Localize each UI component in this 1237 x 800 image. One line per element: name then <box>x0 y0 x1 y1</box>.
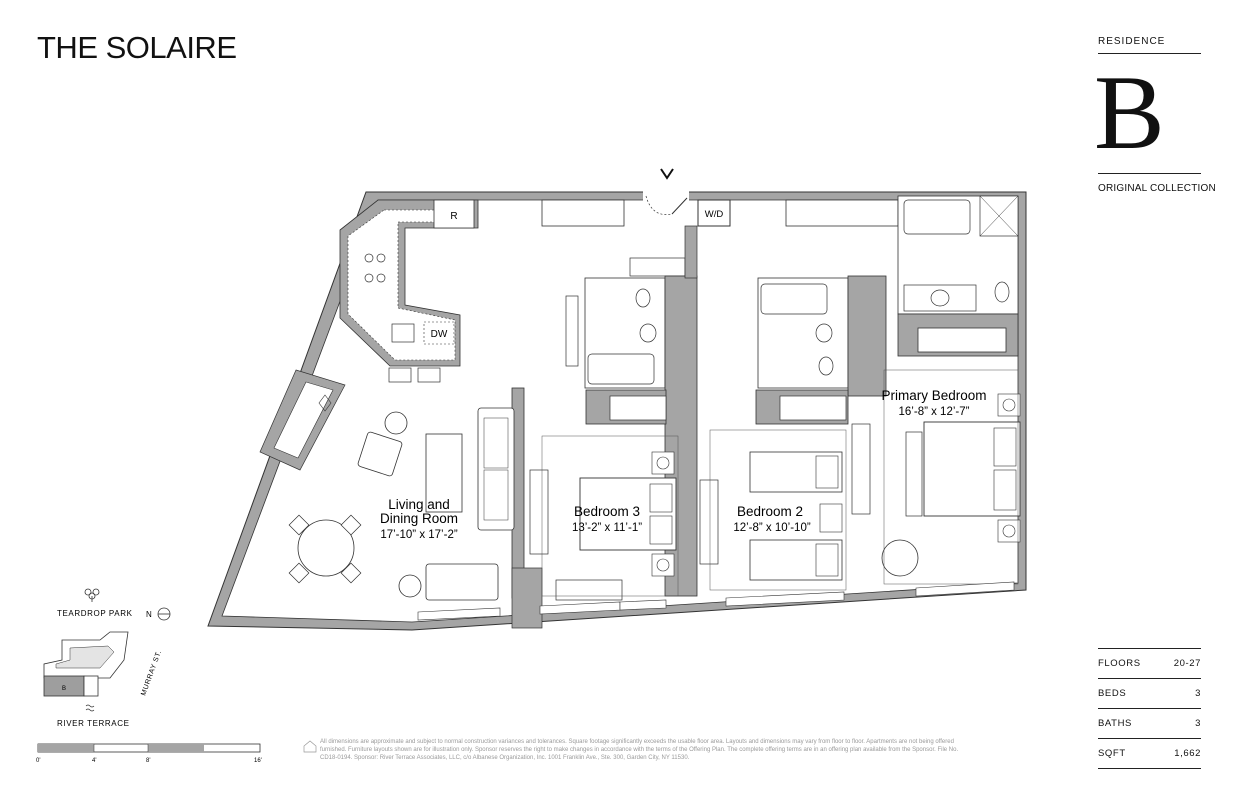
refrigerator <box>433 199 475 229</box>
terrace-label: RIVER TERRACE <box>57 719 130 728</box>
bedroom-3-label: Bedroom 3 <box>574 504 640 519</box>
sofa <box>477 407 515 531</box>
scale-tick: 8' <box>146 758 150 764</box>
side-table <box>384 411 408 435</box>
stat-value: 3 <box>1195 718 1201 729</box>
stat-value: 20-27 <box>1173 658 1201 669</box>
stove-icon <box>364 253 386 283</box>
entry-arrow-icon <box>660 168 674 180</box>
closet <box>917 327 1007 353</box>
collection-label: ORIGINAL COLLECTION <box>1098 183 1216 194</box>
stat-row-sqft: SQFT 1,662 <box>1098 739 1201 769</box>
dining-chairs <box>288 514 362 584</box>
divider <box>1098 173 1201 174</box>
disclaimer: All dimensions are approximate and subje… <box>320 739 959 761</box>
scale-tick: 16' <box>254 758 262 764</box>
fridge-label: R <box>450 211 457 222</box>
side-table <box>398 574 422 598</box>
stat-row-baths: BATHS 3 <box>1098 709 1201 739</box>
entry-gap <box>643 189 689 201</box>
washer-dryer-label: W/D <box>705 209 724 220</box>
stat-label: BATHS <box>1098 718 1132 729</box>
bedroom-2-dims: 12’-8” x 10’-10” <box>733 522 811 534</box>
stat-label: SQFT <box>1098 748 1126 759</box>
north-label: N <box>146 610 152 619</box>
bedroom-3-dims: 13’-2” x 11’-1” <box>572 522 642 534</box>
stats-table: FLOORS 20-27 BEDS 3 BATHS 3 SQFT 1,662 <box>1098 648 1201 769</box>
water-icon <box>85 704 95 712</box>
living-room-label: Living and <box>388 497 450 512</box>
closet <box>541 199 625 227</box>
primary-bedroom-label: Primary Bedroom <box>881 388 986 403</box>
coffee-table <box>425 433 463 513</box>
scale-tick: 0' <box>36 758 40 764</box>
scale-bar: 0' 4' 8' 16' <box>36 743 262 764</box>
primary-bedroom-dims: 16’-8” x 12’-7” <box>899 406 970 418</box>
stat-label: BEDS <box>1098 688 1127 699</box>
dishwasher-label: DW <box>431 329 448 340</box>
street-label: MURRAY ST. <box>140 649 163 696</box>
living-room-label: Dining Room <box>380 511 458 526</box>
building-footprint <box>43 631 129 679</box>
divider <box>1098 53 1201 54</box>
park-icon <box>84 588 100 602</box>
brand-logo: THE SOLAIRE <box>37 30 237 65</box>
stat-label: FLOORS <box>1098 658 1141 669</box>
stat-value: 1,662 <box>1174 748 1201 759</box>
dishwasher <box>423 321 455 345</box>
windows <box>417 581 1015 621</box>
toilet-icon <box>635 288 651 308</box>
dining-table <box>297 519 355 577</box>
key-plan: TEARDROP PARK N B MURRAY ST. RIVER TERRA… <box>43 588 171 728</box>
stat-value: 3 <box>1195 688 1201 699</box>
residence-label: RESIDENCE <box>1098 36 1166 47</box>
residence-letter: B <box>1094 54 1165 171</box>
park-label: TEARDROP PARK <box>57 609 133 618</box>
entry-door-swing <box>645 195 673 215</box>
armchair <box>357 431 403 477</box>
sofa <box>425 563 499 601</box>
stat-row-floors: FLOORS 20-27 <box>1098 648 1201 679</box>
living-room-dims: 17’-10” x 17’-2” <box>380 529 458 541</box>
closet <box>785 199 899 227</box>
armchair <box>881 539 919 577</box>
stat-row-beds: BEDS 3 <box>1098 679 1201 709</box>
unit-marker: B <box>62 686 66 692</box>
sink <box>391 323 415 343</box>
bar-stools <box>388 367 441 383</box>
equal-housing-icon <box>303 740 317 753</box>
scale-tick: 4' <box>92 758 96 764</box>
plant-icon <box>318 394 332 412</box>
bedroom-2-label: Bedroom 2 <box>737 504 803 519</box>
